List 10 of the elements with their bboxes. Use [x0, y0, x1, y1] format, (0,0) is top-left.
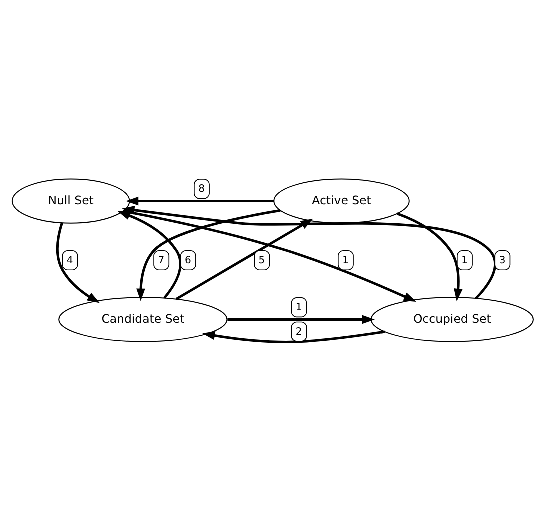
edge-label: 2	[296, 326, 302, 338]
edge-label: 6	[185, 256, 192, 267]
edge-label: 1	[462, 256, 468, 267]
edge-label: 7	[158, 256, 165, 267]
edge-label: 4	[66, 256, 74, 267]
edge-label: 5	[258, 256, 266, 267]
edge-label: 3	[499, 256, 506, 267]
edge-label: 1	[342, 256, 350, 267]
edge-label: 1	[296, 302, 302, 314]
edge-label: 8	[198, 184, 206, 196]
